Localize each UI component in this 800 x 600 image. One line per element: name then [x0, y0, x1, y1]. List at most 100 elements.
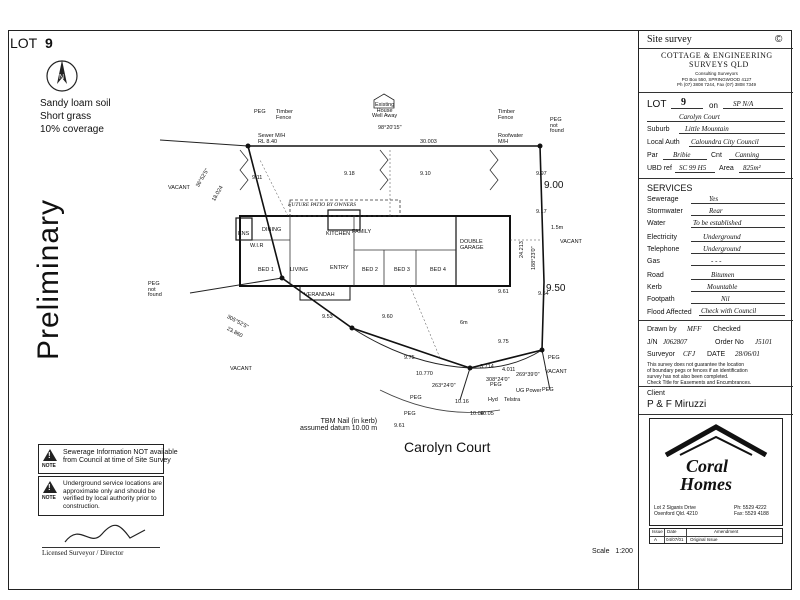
warning-icon: [43, 449, 57, 461]
peg-marker: [467, 365, 473, 371]
future-patio-outline: [289, 199, 401, 217]
peg-label: PEG: [404, 411, 416, 417]
kitchen-block: [327, 209, 361, 231]
soil-type: Sandy loam soil: [40, 98, 111, 109]
timber-fence-label: Timber Fence: [276, 109, 293, 121]
county-label: Cnt: [711, 152, 722, 159]
offset-label: 9.54: [538, 291, 549, 297]
firm-contact: Consulting Surveyors PO Box 550, SPRINGW…: [677, 71, 757, 87]
service-label: Water: [647, 220, 666, 227]
job-number-label: J/N: [647, 339, 658, 346]
firm-name-line1: COTTAGE & ENGINEERING: [661, 51, 773, 60]
future-patio-label: FUTURE PATIO BY OWNERS: [288, 202, 356, 208]
logo-text-coral: Coral: [686, 456, 729, 476]
peg-marker: [537, 143, 543, 149]
slope-mark: [489, 149, 499, 191]
service-label: Road: [647, 272, 664, 279]
offset-label: 10.04: [470, 411, 484, 417]
existing-house-label: Existing House Well Away: [372, 102, 398, 119]
parish-label: Par: [647, 152, 658, 159]
frontage-line: [459, 367, 471, 401]
amendment-header: Amendment: [714, 529, 739, 534]
offset-label: 9.75: [498, 339, 509, 345]
adjoining-boundary: [159, 139, 249, 147]
county-value: Canning: [735, 151, 760, 159]
offset-label: 9.60: [382, 314, 393, 320]
setback-line: [259, 159, 289, 217]
top-bearing: 98°20'15": [378, 125, 402, 131]
service-value: Yes: [709, 195, 719, 203]
date-cell: 04/07/01: [666, 537, 684, 542]
note-label: NOTE: [42, 463, 56, 469]
peg-label: PEG: [410, 395, 422, 401]
right-bearing: 188°23'0": [531, 246, 537, 270]
slope-mark: [239, 149, 249, 191]
suburb-value: Little Mountain: [685, 125, 729, 133]
kerb-curve: [351, 327, 543, 369]
date-value: 28/06/01: [735, 350, 760, 358]
sewer-manhole-label: Sewer M/H RL 8.40: [258, 133, 286, 145]
site-coverage: 10% coverage: [40, 124, 104, 135]
room-label: BED 4: [430, 267, 446, 273]
drawn-by-value: MFF: [687, 325, 702, 333]
lot-heading-number: 9: [45, 35, 53, 51]
drawing-frame: [8, 30, 792, 590]
timber-fence-label: Timber Fence: [498, 109, 515, 121]
dimension-9-50: 9.50: [546, 283, 566, 294]
service-value: Rear: [709, 207, 723, 215]
setback-line: [409, 285, 441, 359]
top-distance: 30.003: [420, 139, 437, 145]
offset-label: 9.61: [498, 289, 509, 295]
peg-marker: [279, 275, 285, 281]
service-label: Electricity: [647, 234, 677, 241]
service-label: Gas: [647, 258, 660, 265]
room-label: FAMILY: [352, 229, 372, 235]
offset-label: 4.011: [502, 367, 516, 373]
lot-boundary: [246, 145, 545, 369]
room-label: BED 1: [258, 267, 274, 273]
local-authority-value: Caloundra City Council: [691, 138, 759, 146]
ug-power-label: UG Power: [516, 388, 542, 394]
firm-name-line2: SURVEYS QLD: [689, 60, 749, 69]
area-label: Area: [719, 165, 734, 172]
chord-bearing: 263°24'0": [432, 383, 456, 389]
builder-address: Lot 2 Siganis Drive Oxenford Qld. 4210: [654, 505, 698, 517]
peg-marker: [349, 325, 355, 331]
client-label: Client: [647, 390, 665, 397]
tbm-label: TBM Nail (in kerb) assumed datum 10.00 m: [300, 418, 378, 432]
right-distance: 24.213: [519, 241, 525, 258]
room-label: W.I.R: [250, 243, 264, 249]
sewerage-note: NOTE Sewerage Information NOT available …: [38, 444, 178, 474]
service-value: Underground: [703, 233, 741, 241]
panel-on-label: on: [709, 101, 718, 110]
surveyor-label: Surveyor: [647, 351, 676, 358]
service-label: Footpath: [647, 296, 675, 303]
service-label: Kerb: [647, 284, 662, 291]
offset-label: 10.05: [480, 411, 494, 417]
issue-header: Issue: [652, 529, 663, 534]
offset-label: 9.75: [404, 355, 415, 361]
date-label: DATE: [707, 351, 726, 358]
offset-label: 9.97: [536, 171, 547, 177]
underground-note-text: Underground service locations are approx…: [63, 480, 162, 510]
signature-line: [42, 547, 160, 548]
preliminary-watermark: Preliminary: [32, 198, 65, 360]
hydrant-label: Hyd: [488, 397, 498, 403]
offset-label: 9.10: [420, 171, 431, 177]
amendment-cell: Original Issue: [690, 537, 718, 542]
peg-marker: [539, 347, 545, 353]
area-value: 825m²: [743, 164, 761, 172]
road-edge: [379, 389, 501, 413]
vacant-label: VACANT: [230, 366, 252, 372]
job-number-value: J062807: [663, 338, 688, 346]
offset-label: 10.770: [416, 371, 433, 377]
room-label: ENS: [238, 231, 250, 237]
dimension-1-5m: 1.5m: [551, 225, 564, 231]
title-block: Site survey © COTTAGE & ENGINEERING SURV…: [638, 30, 793, 590]
slope-mark: [379, 149, 389, 191]
offset-label: 9.11: [252, 175, 263, 181]
drawing-scale: Scale 1:200: [592, 548, 633, 555]
vacant-label: VACANT: [560, 239, 582, 245]
street-name: Carolyn Court: [404, 439, 491, 455]
